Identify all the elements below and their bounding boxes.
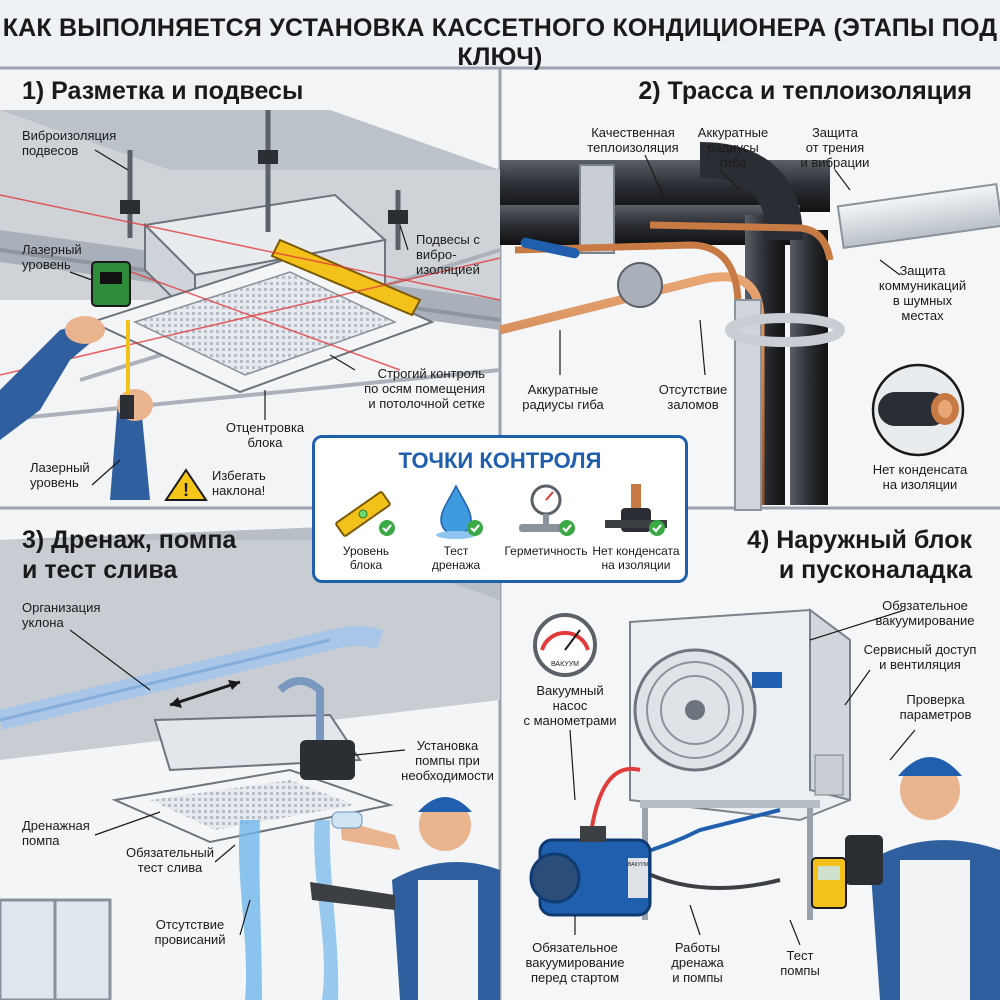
- label-no-condensate: Нет конденсата на изоляции: [872, 462, 968, 492]
- pump-label: ВАКУУМ: [628, 862, 648, 868]
- label-laser-level-bottom: Лазерный уровень: [30, 460, 90, 490]
- label-drain-work: Работы дренажа и помпы: [671, 940, 724, 985]
- label-vacuum-pump: Вакуумный насос с манометрами: [523, 683, 617, 728]
- label-laser-level-top: Лазерный уровень: [22, 242, 82, 272]
- label-parameter-check: Проверка параметров: [899, 692, 972, 722]
- warning-icon: [164, 468, 208, 501]
- label-avoid-tilt: Избегать наклона!: [212, 468, 266, 498]
- label-centering: Отцентровка блока: [225, 420, 305, 450]
- water-drop-icon: [436, 484, 483, 539]
- label-service-access: Сервисный доступ и вентиляция: [863, 642, 977, 672]
- label-pump-test: Тест помпы: [780, 948, 820, 978]
- control-points-box: ТОЧКИ КОНТРОЛЯ Уровень блока Тест дренаж…: [312, 435, 688, 583]
- panel-1-title: 1) Разметка и подвесы: [22, 77, 304, 105]
- label-vibro-isolation: Виброизоляция подвесов: [22, 128, 117, 158]
- panel-1-illustration: !: [0, 110, 501, 501]
- label-drain-test: Обязательный тест слива: [126, 845, 214, 875]
- label-hangers: Подвесы с вибро- изоляцией: [416, 232, 480, 277]
- panel-4-illustration: ВАКУУМ ВАКУУМ: [529, 608, 1000, 1000]
- label-pump-install: Установка помпы при необходимости: [401, 738, 494, 783]
- control-point-condensate: Нет конденсата на изоляции: [591, 480, 681, 580]
- svg-text:!: !: [183, 480, 189, 500]
- pressure-gauge-icon: [519, 484, 575, 536]
- control-point-drain: Тест дренажа: [411, 480, 501, 580]
- control-label-condensate: Нет конденсата на изоляции: [592, 544, 680, 572]
- label-vacuum-required: Обязательное вакуумирование: [875, 598, 975, 628]
- label-no-kinks: Отсутствие заломов: [658, 382, 728, 412]
- label-no-sag: Отсутствие провисаний: [154, 917, 226, 947]
- label-slope: Организация уклона: [22, 600, 101, 630]
- control-label-level: Уровень блока: [342, 544, 390, 572]
- insulated-pipe-icon: [605, 484, 667, 536]
- label-bend-radius-top: Аккуратные радиусы гиба: [697, 125, 769, 170]
- panel-2-title: 2) Трасса и теплоизоляция: [638, 77, 972, 105]
- panel-2-illustration: [498, 142, 1000, 511]
- control-point-tightness: Герметичность: [501, 480, 591, 580]
- label-bend-radius-bottom: Аккуратные радиусы гиба: [522, 382, 604, 412]
- panel-3-title: 3) Дренаж, помпа и тест слива: [22, 526, 237, 584]
- control-label-drain: Тест дренажа: [431, 544, 481, 572]
- page-title: КАК ВЫПОЛНЯЕТСЯ УСТАНОВКА КАССЕТНОГО КОН…: [2, 14, 998, 71]
- control-label-tightness: Герметичность: [504, 544, 588, 558]
- panel-4-title: 4) Наружный блок и пусконаладка: [747, 526, 972, 584]
- control-point-level: Уровень блока: [321, 480, 411, 580]
- label-quality-insulation: Качественная теплоизоляция: [587, 125, 679, 155]
- label-friction-protection: Защита от трения и вибрации: [800, 125, 870, 170]
- label-comm-protection: Защита коммуникаций в шумных местах: [878, 263, 967, 323]
- label-drain-pump: Дренажная помпа: [22, 818, 90, 848]
- label-strict-control: Строгий контроль по осям помещения и пот…: [364, 366, 485, 411]
- gauge-label: ВАКУУМ: [551, 661, 579, 668]
- label-vacuum-before-start: Обязательное вакуумирование перед старто…: [525, 940, 625, 985]
- level-icon: [335, 491, 395, 537]
- control-points-title: ТОЧКИ КОНТРОЛЯ: [398, 448, 602, 473]
